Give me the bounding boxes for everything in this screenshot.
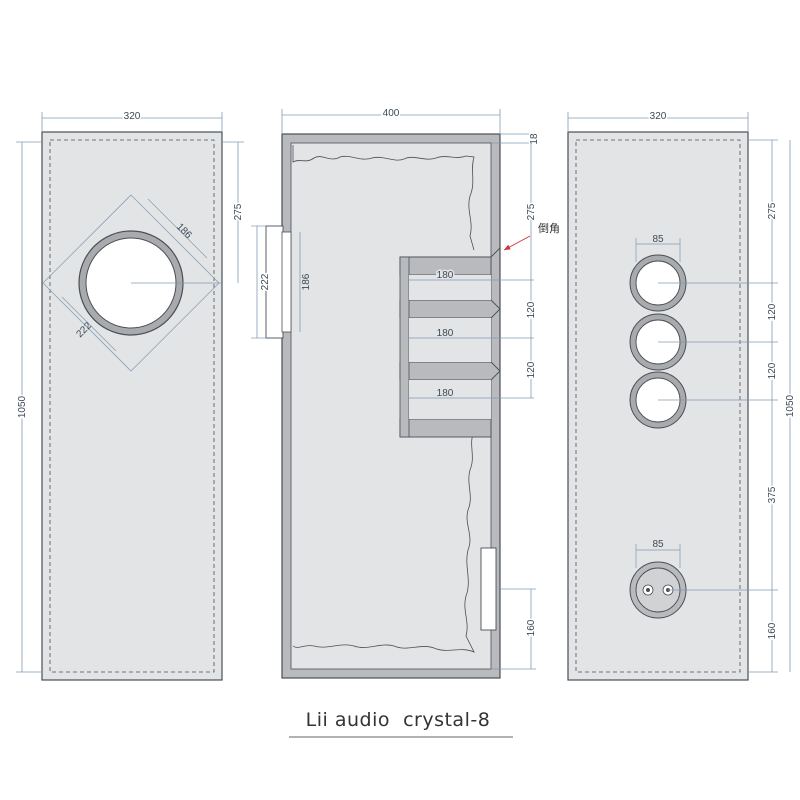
section-spacing-1-label: 120 <box>526 301 537 318</box>
section-driver-opening <box>281 231 292 333</box>
front-panel <box>41 131 223 681</box>
rear-offset-275-label: 275 <box>767 202 778 219</box>
section-wall-label: 18 <box>529 133 540 145</box>
rear-spacing-2-label: 120 <box>767 362 778 379</box>
rear-offset-160-label: 160 <box>767 622 778 639</box>
rear-spacing-1-label: 120 <box>767 303 778 320</box>
rear-panel-inner-edge <box>575 139 741 673</box>
section-line-divider <box>399 256 410 438</box>
rear-offset-375-label: 375 <box>767 486 778 503</box>
section-width-label: 400 <box>383 108 400 119</box>
section-port-label: 160 <box>526 619 537 636</box>
front-width-label: 320 <box>124 111 141 122</box>
damping-bottom <box>292 431 475 653</box>
rear-hole-diameter-top-label: 85 <box>652 234 664 245</box>
front-view: 320 1050 275 186 222 <box>16 110 246 681</box>
chamfer-annotation: 倒角 <box>538 222 560 235</box>
rear-width-label: 320 <box>650 111 667 122</box>
rear-height-label: 1050 <box>785 394 796 417</box>
section-driver-offset-label: 275 <box>526 203 537 220</box>
section-spacing-2-label: 120 <box>526 361 537 378</box>
section-outer-label: 222 <box>260 273 271 290</box>
section-baffle-3-label: 180 <box>437 388 454 399</box>
section-baffle-2-label: 180 <box>437 328 454 339</box>
damping-top <box>292 145 475 251</box>
front-panel-inner-edge <box>49 139 215 673</box>
section-port <box>480 547 497 631</box>
drawing-caption: Lii audio crystal-8 <box>306 709 491 731</box>
section-view: 400 18 275 222 186 180 180 180 120 120 1… <box>251 107 634 679</box>
woofer-cutout <box>42 194 222 372</box>
front-height-label: 1050 <box>17 395 28 418</box>
section-inner-label: 186 <box>301 273 312 290</box>
rear-view: 320 85 85 275 120 120 375 160 1050 <box>567 110 798 681</box>
front-driver-offset-label: 275 <box>233 203 244 220</box>
section-baffles <box>399 247 501 438</box>
rear-terminal <box>629 561 687 619</box>
section-baffle-1-label: 180 <box>437 270 454 281</box>
rear-hole-diameter-bottom-label: 85 <box>652 539 664 550</box>
